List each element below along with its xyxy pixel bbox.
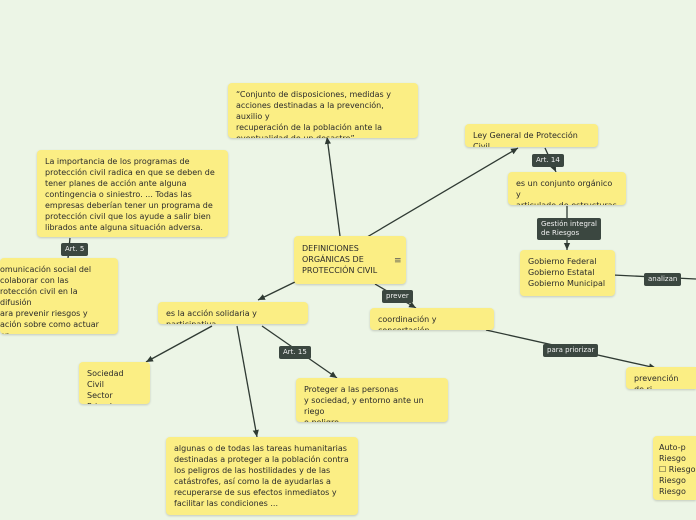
link-accion-sociedad xyxy=(145,325,213,363)
label-analizan[interactable]: analizan xyxy=(644,273,682,286)
node-definition-quote[interactable]: “Conjunto de disposiciones, medidas y ac… xyxy=(228,83,418,138)
node-central-topic[interactable]: DEFINICIONES ORGÁNICAS DE PROTECCIÓN CIV… xyxy=(294,236,406,284)
node-accion-solidaria[interactable]: es la acción solidaria y participativa xyxy=(158,302,308,324)
node-ley-general[interactable]: Ley General de Protección Civil xyxy=(465,124,598,147)
node-prevencion[interactable]: prevención de ri xyxy=(626,367,696,389)
link-central-accion xyxy=(257,280,298,301)
node-conjunto-organico[interactable]: es un conjunto orgánico y articulado de … xyxy=(508,172,626,205)
label-para-priorizar[interactable]: para priorizar xyxy=(543,344,599,357)
node-coordinacion[interactable]: coordinación y concertación xyxy=(370,308,494,330)
link-central-ley xyxy=(361,147,519,241)
label-gestion-integral[interactable]: Gestión integral de Riesgos xyxy=(537,218,601,240)
node-sociedad-civil[interactable]: Sociedad Civil Sector Privado Voluntario… xyxy=(79,362,150,404)
label-art5[interactable]: Art. 5 xyxy=(61,243,89,256)
label-prever[interactable]: prever xyxy=(382,290,413,303)
label-art15[interactable]: Art. 15 xyxy=(279,346,311,359)
node-tareas-humanitarias[interactable]: algunas o de todas las tareas humanitari… xyxy=(166,437,358,515)
link-central-definition xyxy=(324,136,341,237)
node-importance[interactable]: La importancia de los programas de prote… xyxy=(37,150,228,237)
menu-lines-icon[interactable]: ≡ xyxy=(394,256,402,266)
label-art14[interactable]: Art. 14 xyxy=(532,154,564,167)
node-media[interactable]: omunicación social del colaborar con las… xyxy=(0,258,118,334)
link-accion-tareas xyxy=(236,325,259,438)
node-proteger[interactable]: Proteger a las personas y sociedad, y en… xyxy=(296,378,448,422)
node-riesgos-list[interactable]: Auto-p Riesgo ☐ Riesgo Riesgo Riesgo xyxy=(653,436,696,500)
node-gobierno[interactable]: Gobierno Federal Gobierno Estatal Gobier… xyxy=(520,250,615,296)
